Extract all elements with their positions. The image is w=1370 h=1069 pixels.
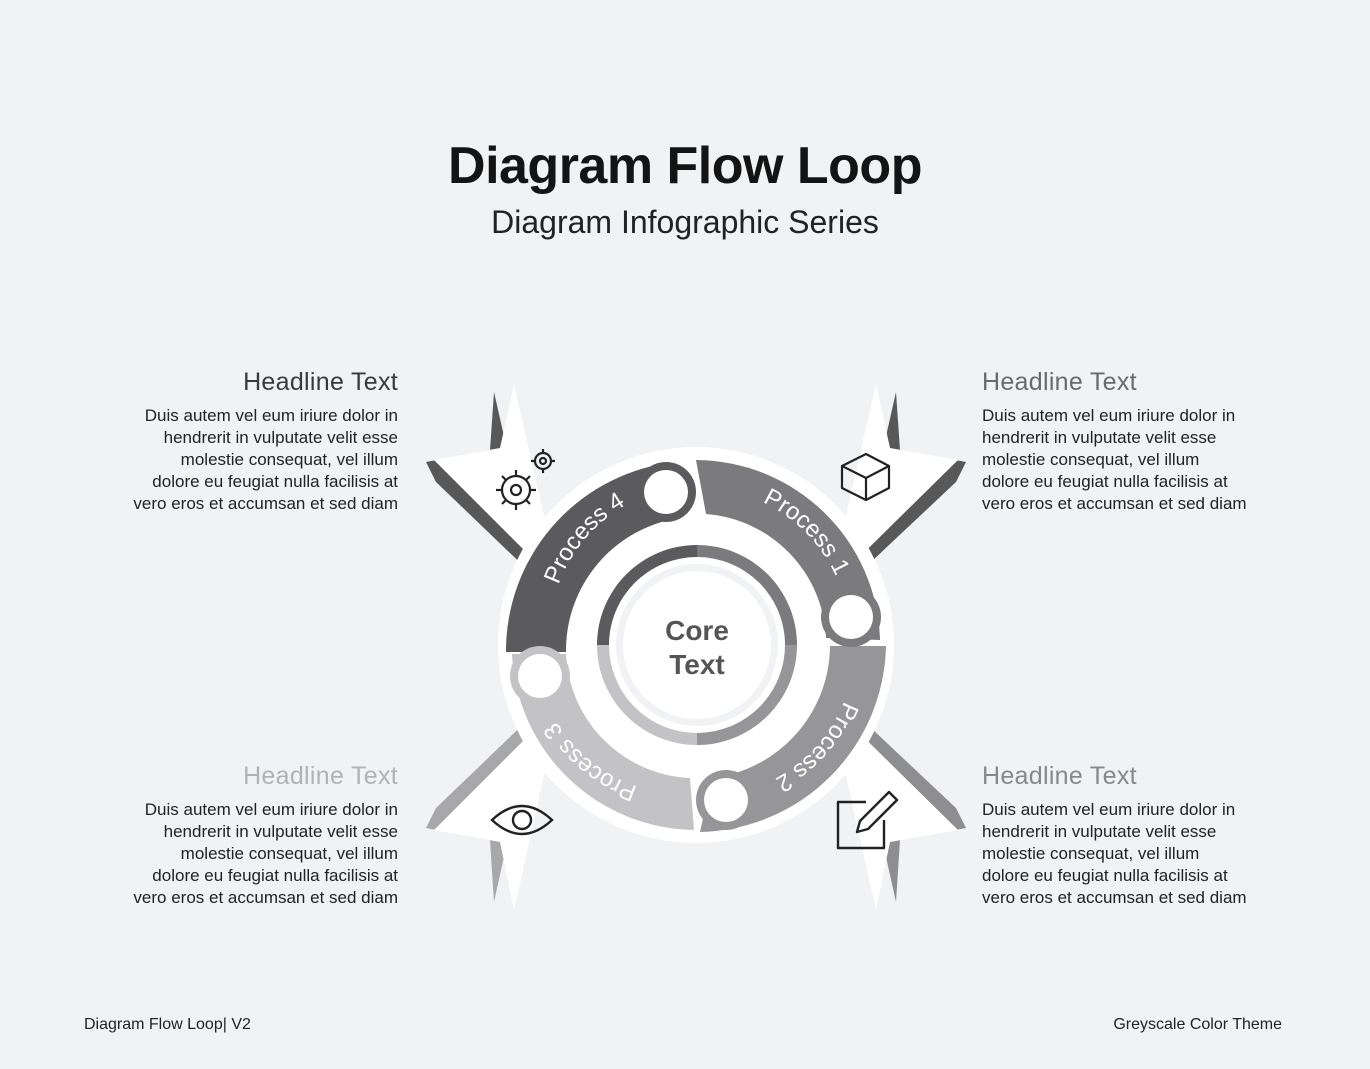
- core-text-line-2: Text: [669, 649, 725, 680]
- arrow-shape-top-right: [830, 384, 958, 586]
- inner-ring: [571, 519, 823, 771]
- body-text: Duis autem vel eum iriure dolor in hendr…: [133, 800, 398, 907]
- info-block-top-left: Headline Text Duis autem vel eum iriure …: [78, 368, 398, 515]
- headline: Headline Text: [982, 368, 1137, 396]
- headline: Headline Text: [982, 762, 1137, 790]
- arrow-shapes: [426, 384, 966, 910]
- footer-left: Diagram Flow Loop| V2: [84, 1016, 251, 1033]
- process-ring: [505, 460, 886, 832]
- headline: Headline Text: [243, 368, 398, 396]
- body-text: Duis autem vel eum iriure dolor in hendr…: [982, 406, 1247, 513]
- eye-icon: [490, 804, 554, 836]
- edit-icon: [836, 790, 899, 850]
- body-text: Duis autem vel eum iriure dolor in hendr…: [133, 406, 398, 513]
- footer-right: Greyscale Color Theme: [1113, 1016, 1282, 1033]
- connector-dot: [829, 595, 873, 639]
- info-block-bottom-left: Headline Text Duis autem vel eum iriure …: [78, 762, 398, 909]
- connector-dot: [704, 778, 748, 822]
- core-text-line-1: Core: [665, 615, 729, 646]
- page-title: Diagram Flow Loop: [448, 137, 922, 195]
- gears-icon: [496, 449, 555, 510]
- connector-dot: [644, 470, 688, 514]
- body-text: Duis autem vel eum iriure dolor in hendr…: [982, 800, 1247, 907]
- connector-dot: [518, 654, 562, 698]
- info-block-bottom-right: Headline Text Duis autem vel eum iriure …: [982, 762, 1302, 909]
- segment-process-4: [505, 463, 679, 652]
- cube-icon: [840, 452, 891, 502]
- page-subtitle: Diagram Infographic Series: [491, 204, 879, 240]
- arrow-shape-bottom-right: [830, 704, 958, 910]
- headline: Headline Text: [243, 762, 398, 790]
- arrow-shape-bottom-left: [434, 704, 560, 910]
- arrow-shape-top-left: [434, 384, 560, 586]
- info-block-top-right: Headline Text Duis autem vel eum iriure …: [982, 368, 1302, 515]
